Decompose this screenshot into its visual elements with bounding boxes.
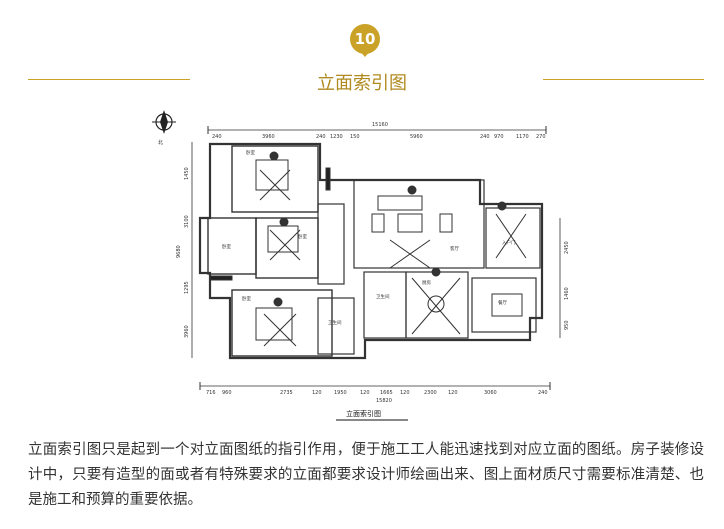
floor-plan-drawing: 北 15160 240 3960 240 1230 150 5960 240 9… [152,110,570,421]
svg-text:960: 960 [222,390,232,396]
svg-text:1295: 1295 [184,281,190,294]
svg-text:2450: 2450 [564,241,570,254]
section-title: 立面索引图 [317,73,407,94]
svg-text:240: 240 [316,134,326,140]
svg-text:3960: 3960 [262,134,275,140]
svg-text:120: 120 [448,390,458,396]
badge-pointer [359,50,371,57]
svg-text:卧室: 卧室 [242,295,251,302]
svg-text:950: 950 [564,320,570,330]
svg-text:120: 120 [400,390,410,396]
svg-text:卧室: 卧室 [246,149,255,156]
svg-text:240: 240 [480,134,490,140]
svg-text:1230: 1230 [330,134,343,140]
svg-text:2300: 2300 [424,390,437,396]
svg-text:卫生间: 卫生间 [376,293,390,300]
north-arrow-icon: 北 [152,110,176,146]
svg-text:卧室: 卧室 [298,233,307,240]
svg-text:150: 150 [350,134,360,140]
svg-text:716: 716 [206,390,216,396]
svg-text:1950: 1950 [334,390,347,396]
svg-text:1450: 1450 [184,167,190,180]
svg-text:3060: 3060 [484,390,497,396]
svg-text:1460: 1460 [564,287,570,300]
svg-text:厨房: 厨房 [422,279,431,286]
svg-text:120: 120 [360,390,370,396]
svg-text:北: 北 [158,139,163,146]
svg-text:1665: 1665 [380,390,393,396]
svg-text:入户门: 入户门 [502,239,516,246]
svg-text:240: 240 [538,390,548,396]
divider-left [28,79,190,80]
svg-text:240: 240 [212,134,222,140]
plan-label: 立面索引图 [346,409,381,418]
svg-text:5960: 5960 [410,134,423,140]
svg-text:2735: 2735 [280,390,293,396]
svg-text:客厅: 客厅 [450,245,459,252]
section-number-badge: 10 [350,24,380,54]
svg-text:3100: 3100 [184,215,190,228]
svg-text:3960: 3960 [184,325,190,338]
svg-text:卫生间: 卫生间 [328,319,342,326]
left-total-dimension: 9680 [176,245,182,258]
svg-text:120: 120 [312,390,322,396]
svg-text:卧室: 卧室 [222,243,231,250]
divider-right [543,79,704,80]
top-total-dimension: 15160 [372,122,388,128]
svg-text:1170: 1170 [516,134,529,140]
svg-text:970: 970 [494,134,504,140]
description-paragraph: 立面索引图只是起到一个对立面图纸的指引作用，便于施工工人能迅速找到对应立面的图纸… [28,442,704,508]
bottom-total-dimension: 15820 [376,398,392,404]
svg-text:270: 270 [536,134,546,140]
svg-text:餐厅: 餐厅 [498,299,507,306]
